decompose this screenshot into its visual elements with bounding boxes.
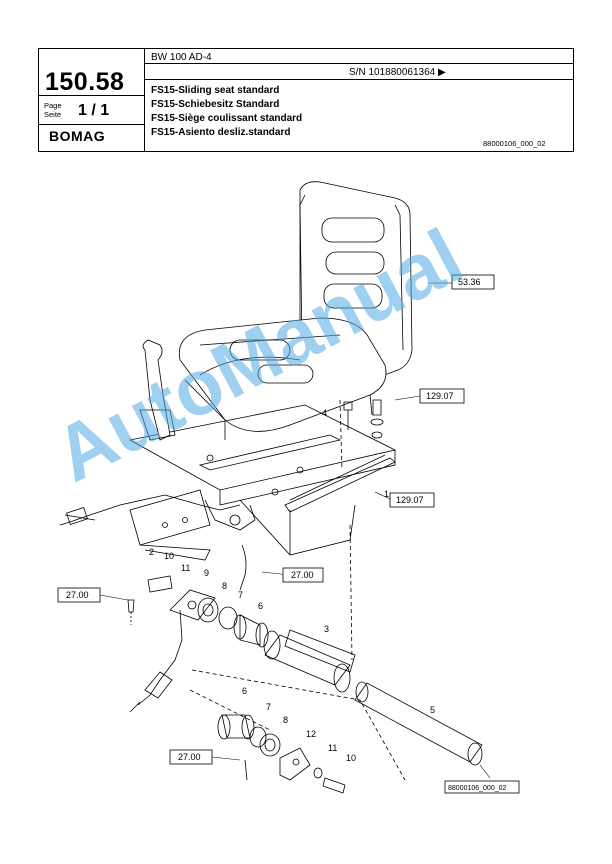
part-number: 10 — [346, 753, 356, 763]
adjust-lever — [139, 339, 176, 441]
drawing-id: 88000106_000_02 — [448, 785, 507, 792]
part-number: 10 — [164, 551, 174, 561]
ref-27-00-a: 27.00 — [291, 570, 314, 580]
ref-129-07-b: 129.07 — [396, 495, 424, 505]
assembly-lines — [189, 399, 406, 781]
page-number: 150.58 — [45, 68, 125, 96]
lower-hardware — [217, 714, 346, 794]
bracket-part-2 — [129, 489, 211, 561]
screw-left — [127, 599, 135, 625]
part-number: 6 — [258, 601, 263, 611]
header-divider — [144, 49, 145, 152]
part-number: 12 — [306, 729, 316, 739]
part-number: 11 — [328, 743, 337, 753]
left-hardware — [129, 575, 269, 713]
tube-part-5 — [354, 681, 483, 766]
ref-53-36: 53.36 — [458, 277, 481, 287]
part-number: 7 — [238, 590, 243, 600]
model-name: BW 100 AD-4 — [151, 52, 212, 63]
part-number: 3 — [324, 624, 329, 634]
part-number: 6 — [242, 686, 247, 696]
header-rule — [39, 124, 144, 125]
seat-cushion — [178, 317, 387, 440]
header-rule — [144, 63, 574, 64]
part-number: 8 — [283, 715, 288, 725]
part-number: 9 — [204, 568, 209, 578]
part-number: 4 — [322, 408, 327, 418]
ref-27-00-b: 27.00 — [66, 590, 89, 600]
leader-lines — [99, 282, 491, 779]
title-es: FS15-Asiento desliz.standard — [151, 127, 291, 138]
bowden-cable — [59, 494, 256, 591]
part-number: 11 — [181, 563, 190, 573]
part-number: 1 — [384, 489, 389, 499]
seat-base — [128, 404, 397, 556]
part-number: 2 — [149, 547, 154, 557]
part-number: 8 — [222, 581, 227, 591]
ref-27-00-c: 27.00 — [178, 752, 201, 762]
title-fr: FS15-Siège coulissant standard — [151, 113, 303, 124]
part-number: 7 — [266, 702, 271, 712]
page-value: 1 / 1 — [78, 102, 110, 119]
title-en: FS15-Sliding seat standard — [151, 85, 280, 96]
serial-number: S/N 101880061364 ▶ — [349, 67, 446, 78]
title-de: FS15-Schiebesitz Standard — [151, 99, 280, 110]
part-number: 5 — [430, 705, 435, 715]
brand-logo: BOMAG — [49, 128, 106, 144]
doc-id: 88000106_000_02 — [483, 139, 546, 148]
header-rule — [39, 95, 144, 96]
reference-boxes — [57, 274, 520, 794]
header-rule — [144, 79, 574, 80]
page-label: Page Seite — [44, 101, 62, 119]
tube-part-3 — [263, 629, 356, 693]
header-block: BW 100 AD-4 S/N 101880061364 ▶ 150.58 Pa… — [38, 48, 574, 152]
bolt-part-4 — [343, 399, 384, 439]
ref-129-07-a: 129.07 — [426, 391, 454, 401]
